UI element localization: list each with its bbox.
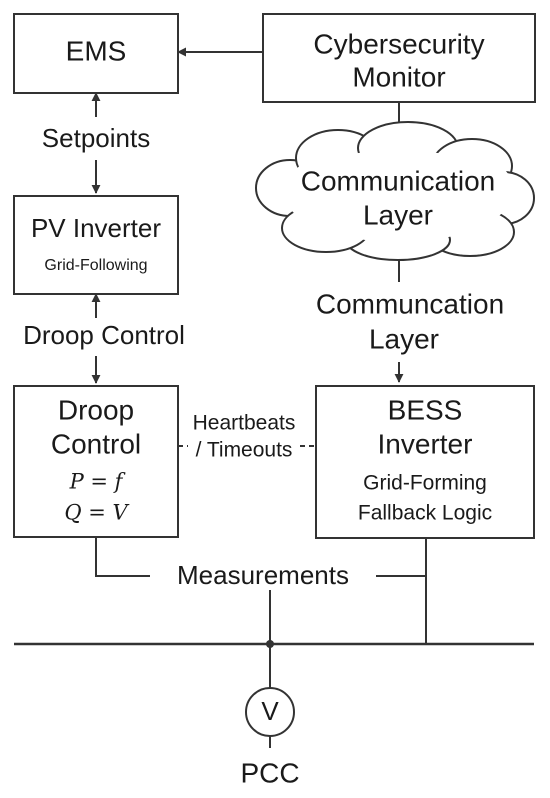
measurements-label: Measurements — [177, 560, 349, 590]
droop-measurement-line — [95, 537, 150, 577]
bess-inverter-block: BESS Inverter Grid-Forming Fallback Logi… — [315, 385, 535, 539]
ems-label: EMS — [66, 35, 127, 66]
bess-label-line1: BESS — [388, 394, 463, 425]
setpoints-label: Setpoints — [42, 123, 150, 153]
cloud-label-line1: Communication — [301, 165, 496, 196]
cyber-label-line2: Monitor — [352, 61, 445, 92]
cyber-label-line1: Cybersecurity — [313, 28, 484, 59]
heartbeats-label-line1: Heartbeats — [193, 412, 296, 435]
meter-symbol: V — [261, 696, 279, 726]
heartbeats-label-line2: / Timeouts — [196, 439, 293, 462]
pv-inverter-subtitle: Grid-Following — [44, 257, 147, 274]
ems-block: EMS — [13, 13, 179, 94]
pcc-label: PCC — [240, 757, 299, 788]
cybersecurity-monitor-block: Cybersecurity Monitor — [262, 13, 536, 103]
pv-inverter-block: PV Inverter Grid-Following — [13, 195, 179, 295]
droop-control-link-label: Droop Control — [23, 320, 185, 350]
bess-label-line4: Fallback Logic — [358, 502, 492, 525]
bess-label-line2: Inverter — [378, 428, 473, 459]
pv-inverter-title: PV Inverter — [31, 213, 161, 243]
droop-control-block: Droop Control P = f Q = V — [13, 385, 179, 538]
cloud-label-line2: Layer — [363, 199, 433, 230]
communication-cloud: Communication Layer — [255, 121, 535, 261]
bess-label-line3: Grid-Forming — [363, 472, 487, 495]
droop-block-line2: Control — [51, 428, 141, 459]
droop-block-line1: Droop — [58, 394, 134, 425]
comm-layer-label-line2: Layer — [369, 323, 439, 354]
comm-layer-label-line1: Communcation — [316, 288, 504, 319]
droop-equation-q: Q = V — [64, 501, 129, 525]
droop-equation-p: P = f — [69, 470, 126, 494]
voltage-meter: V — [245, 687, 295, 737]
